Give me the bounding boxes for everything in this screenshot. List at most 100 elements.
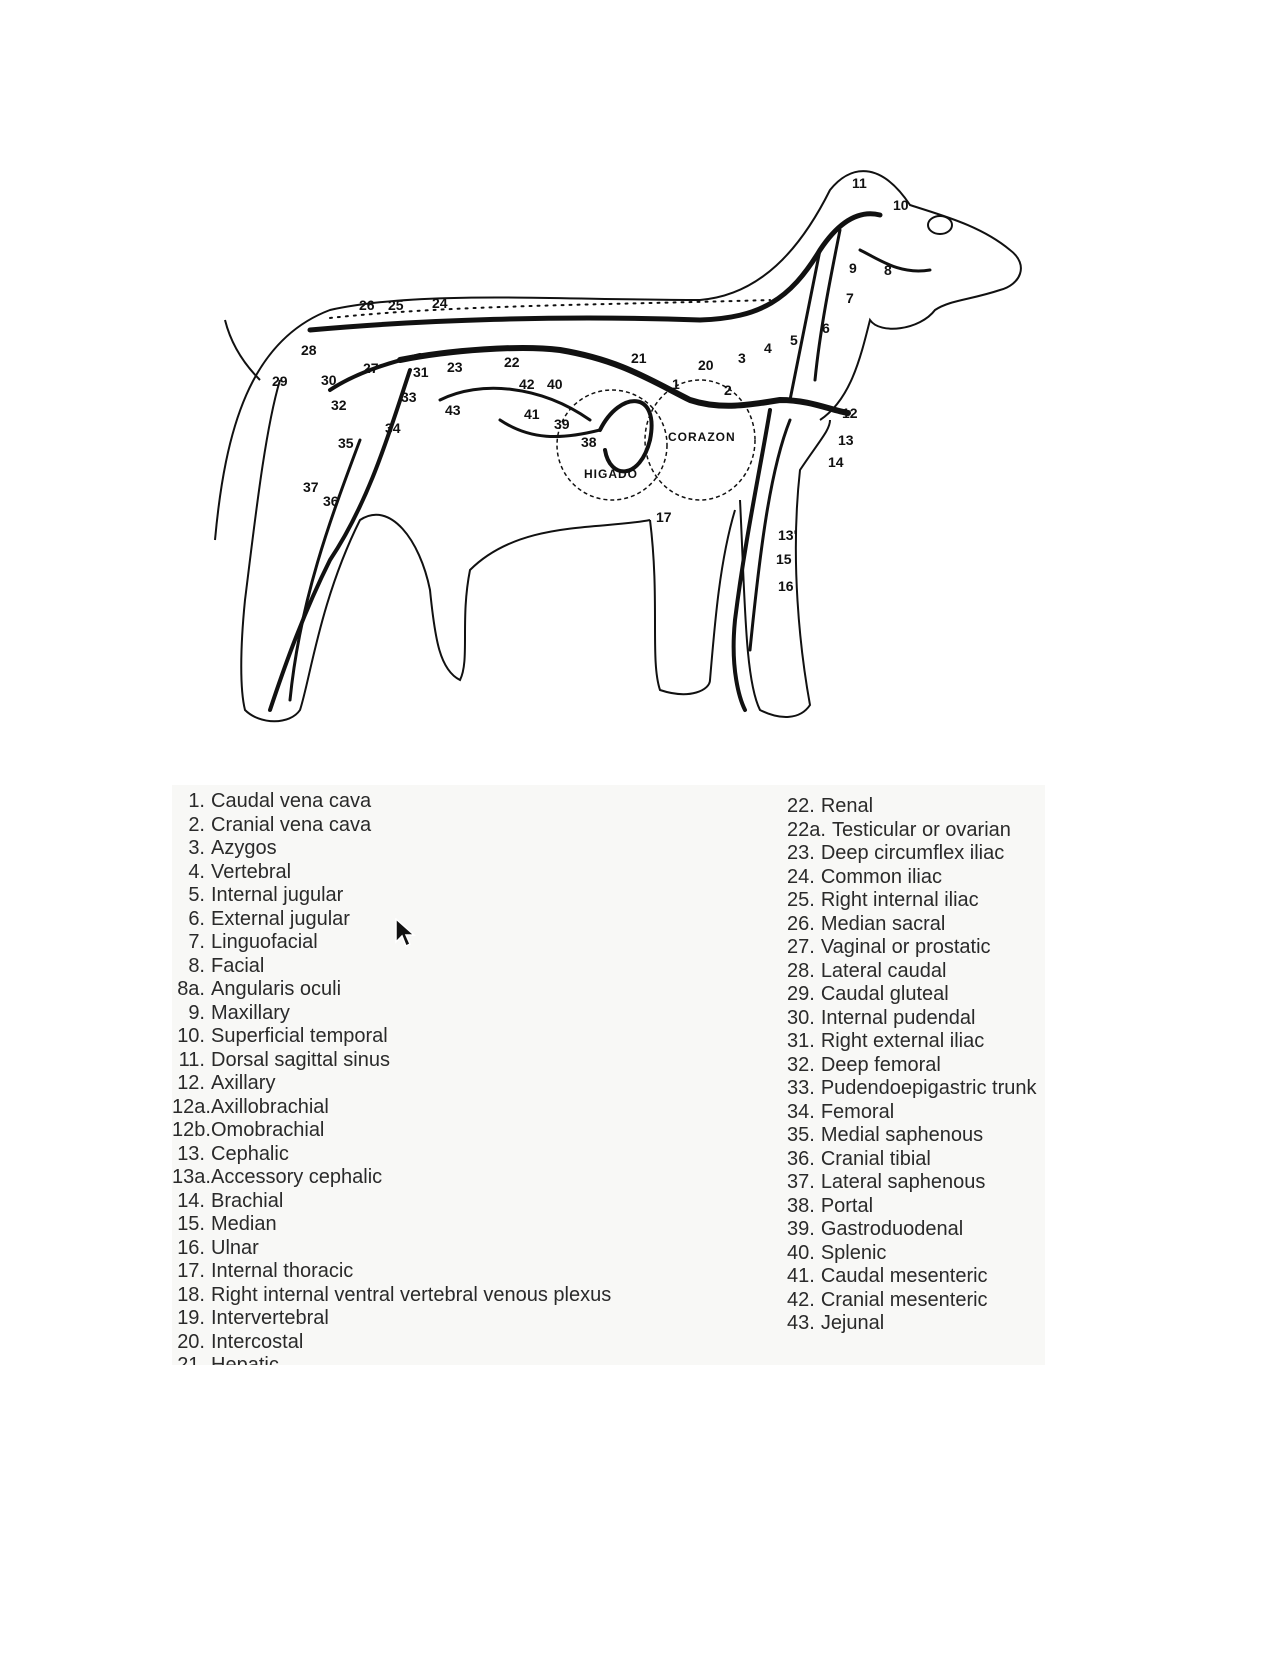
legend-item-number: 22. (787, 795, 815, 817)
legend-item: 29.Caudal gluteal (787, 983, 1045, 1007)
label-11: 11 (852, 175, 867, 191)
legend-item: 15.Median (172, 1213, 611, 1237)
legend-item: 18.Right internal ventral vertebral veno… (172, 1284, 611, 1308)
label-40: 40 (547, 376, 563, 392)
label-14: 14 (828, 454, 844, 470)
heart-label: CORAZON (668, 430, 736, 444)
legend-item: 10.Superficial temporal (172, 1025, 611, 1049)
legend-item: 11.Dorsal sagittal sinus (172, 1049, 611, 1073)
label-24: 24 (432, 295, 448, 311)
legend-item-label: Jejunal (820, 1312, 885, 1334)
legend-item: 28.Lateral caudal (787, 960, 1045, 984)
label-25: 25 (388, 297, 404, 313)
legend-item: 36.Cranial tibial (787, 1148, 1045, 1172)
legend-item: 33.Pudendoepigastric trunk (787, 1077, 1045, 1101)
label-32: 32 (331, 397, 347, 413)
legend-item-label: Internal thoracic (211, 1260, 354, 1282)
legend-item: 6.External jugular (172, 908, 611, 932)
legend-item: 35.Medial saphenous (787, 1124, 1045, 1148)
legend-item-label: Internal pudendal (820, 1006, 976, 1029)
label-42: 42 (519, 376, 535, 392)
legend-item: 14. Brachial (172, 1190, 611, 1214)
legend-item-label: Median (211, 1213, 277, 1235)
legend-item-number: 24. (787, 865, 815, 888)
legend-item-label: Cranial mesenteric (820, 1288, 988, 1311)
legend-item: 30.Internal pudendal (787, 1007, 1045, 1031)
legend-item: 26.Median sacral (787, 913, 1045, 937)
label-1: 1 (672, 376, 680, 392)
legend-item-number: 31. (787, 1030, 815, 1052)
legend-item: 24.Common iliac (787, 866, 1045, 890)
legend-item-label: Omobrachial (211, 1119, 325, 1141)
legend-item: 31.Right external iliac (787, 1030, 1045, 1054)
legend-item-number: 3. (188, 837, 205, 859)
legend-item-label: Right internal ventral vertebral venous … (211, 1283, 612, 1306)
legend-item-number: 23. (787, 842, 815, 864)
label-23: 23 (447, 359, 463, 375)
legend-item-number: 2. (188, 813, 205, 836)
label-28: 28 (301, 342, 317, 358)
legend-item-number: 13a. (172, 1166, 211, 1188)
legend-item: 27.Vaginal or prostatic (787, 936, 1045, 960)
legend-item-number: 43. (787, 1312, 815, 1334)
legend-item-label: Deep femoral (820, 1053, 941, 1076)
label-2: 2 (724, 382, 732, 398)
legend-item: 3.Azygos (172, 837, 611, 861)
organ-labels: CORAZON HIGADO (584, 430, 736, 481)
legend-item-number: 16. (177, 1236, 205, 1259)
legend-item-label: Splenic (820, 1241, 887, 1264)
legend-item-number: 9. (188, 1001, 205, 1024)
label-30: 30 (321, 372, 337, 388)
vein-network (268, 211, 932, 712)
label-17: 17 (656, 509, 672, 525)
legend-item-label: Deep circumflex iliac (820, 842, 1005, 864)
legend-item-number: 35. (787, 1124, 815, 1146)
legend-item-label: Intercostal (211, 1330, 304, 1353)
dog-outline (214, 170, 1022, 723)
legend-item-label: Right external iliac (820, 1030, 985, 1052)
legend-item-number: 8. (188, 954, 205, 977)
legend-item-label: Cranial vena cava (211, 813, 372, 836)
legend-item-label: Angularis oculi (211, 978, 342, 1000)
legend-item: 39.Gastroduodenal (787, 1218, 1045, 1242)
label-38: 38 (581, 434, 597, 450)
label-34: 34 (385, 420, 401, 436)
legend-item-number: 7. (188, 931, 205, 953)
legend-item-label: Right internal iliac (820, 889, 979, 911)
legend-item: 23.Deep circumflex iliac (787, 842, 1045, 866)
legend-item-label: Testicular or ovarian (831, 818, 1011, 841)
label-35: 35 (338, 435, 354, 451)
label-8: 8 (884, 262, 892, 278)
legend-item: 13.Cephalic (172, 1143, 611, 1167)
label-3: 3 (738, 350, 746, 366)
legend-item-label: External jugular (211, 907, 350, 930)
legend-item: 12b.Omobrachial (172, 1119, 611, 1143)
label-26: 26 (359, 297, 375, 313)
legend-item-label: Brachial (211, 1189, 284, 1212)
number-labels: 1 2 3 4 5 6 7 8 9 10 11 12 13 14 13' 15 … (272, 175, 909, 594)
legend-item-label: Accessory cephalic (211, 1166, 383, 1188)
legend-item-label: Superficial temporal (211, 1025, 388, 1047)
legend-item-number: 27. (787, 936, 815, 958)
legend-item: 19.Intervertebral (172, 1307, 611, 1331)
legend-item-number: 8a. (177, 978, 205, 1000)
legend-item-label: Pudendoepigastric trunk (820, 1077, 1037, 1099)
legend-item-number: 14. (177, 1189, 205, 1212)
legend-item-number: 17. (177, 1260, 205, 1282)
legend-item-number: 13. (177, 1142, 205, 1165)
legend-item-label: Portal (820, 1194, 874, 1217)
legend-item: 43.Jejunal (787, 1312, 1045, 1336)
legend-item-label: Lateral saphenous (820, 1171, 986, 1193)
label-36: 36 (323, 493, 339, 509)
legend-item-label: Caudal mesenteric (820, 1265, 988, 1287)
legend-item-label: Linguofacial (211, 931, 318, 953)
label-21: 21 (631, 350, 647, 366)
legend-item-number: 12. (177, 1072, 205, 1094)
legend-item-number: 39. (787, 1218, 815, 1240)
legend-item: 7. Linguofacial (172, 931, 611, 955)
legend-item-number: 36. (787, 1147, 815, 1170)
legend-item-label: Cranial tibial (820, 1147, 931, 1170)
label-6: 6 (822, 320, 830, 336)
